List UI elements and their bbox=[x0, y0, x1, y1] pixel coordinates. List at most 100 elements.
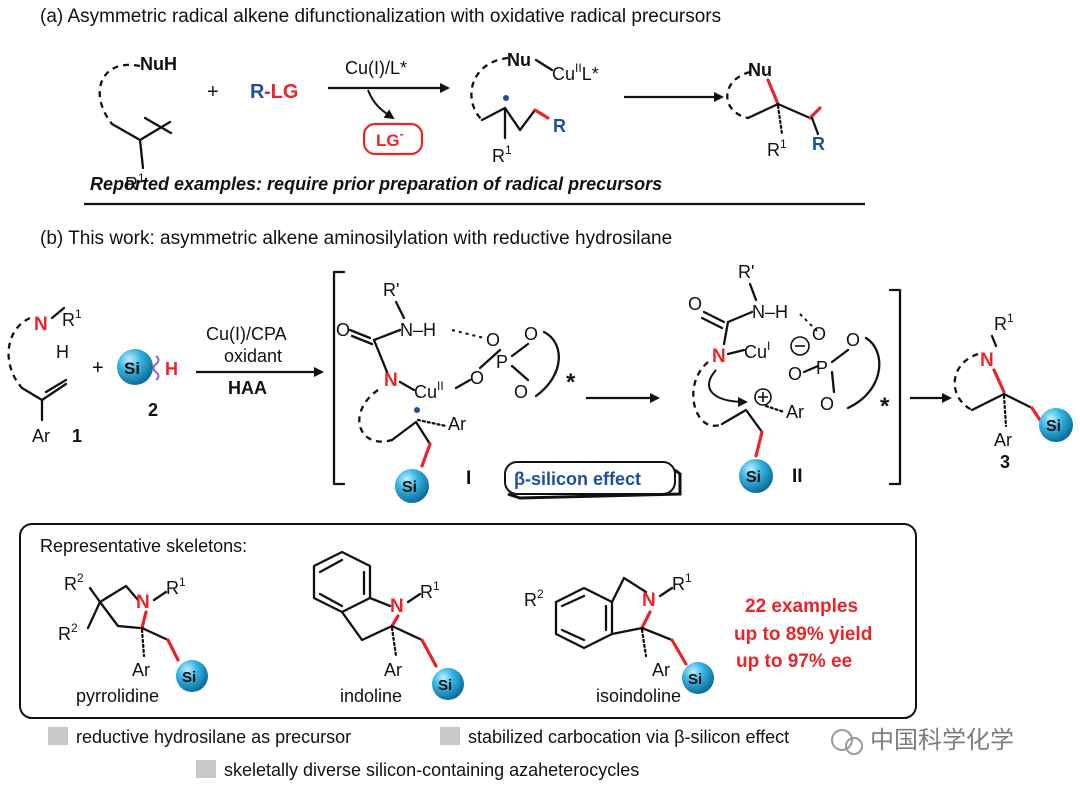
lg-badge bbox=[362, 122, 424, 156]
isoindoline-label: isoindoline bbox=[596, 686, 681, 706]
product-si: Si bbox=[1046, 418, 1061, 435]
int1-si: Si bbox=[402, 479, 417, 496]
cu-label-a: CuIIL* bbox=[552, 61, 599, 84]
compound-3-label: 3 bbox=[1000, 452, 1010, 472]
int1-o4: O bbox=[524, 324, 538, 344]
watermark: 中国科学化学 bbox=[818, 722, 1054, 756]
int1-star: * bbox=[566, 369, 576, 396]
catalyst-a: Cu(I)/L* bbox=[345, 58, 407, 78]
substrate-r1: R1 bbox=[62, 307, 82, 330]
plus-sign-a: + bbox=[207, 81, 219, 103]
compound-1-label: 1 bbox=[72, 426, 82, 446]
int2-o4: O bbox=[846, 330, 860, 350]
intermediate-II: R' N–H O N CuI O P O O O * Ar Si II bbox=[688, 262, 890, 493]
reported-examples: Reported examples: require prior prepara… bbox=[90, 174, 662, 194]
curved-arrow bbox=[708, 369, 748, 407]
r1-label-product: R1 bbox=[767, 137, 787, 160]
panel-a-intermediate: Nu CuIIL* R R1 bbox=[470, 50, 599, 166]
int2-nh: N–H bbox=[752, 302, 788, 322]
feature-2: stabilized carbocation via β-silicon eff… bbox=[468, 727, 789, 747]
si-ball-int1 bbox=[395, 469, 429, 503]
nuh-label: NuH bbox=[140, 54, 177, 74]
pyr-si: Si bbox=[182, 669, 196, 686]
pyr-r2-bottom: R2 bbox=[58, 621, 78, 644]
feature-1: reductive hydrosilane as precursor bbox=[76, 727, 351, 747]
iso-ar: Ar bbox=[652, 660, 670, 680]
pyr-r1: R1 bbox=[166, 575, 186, 598]
si-h-label: H bbox=[165, 359, 178, 379]
substrate-n: N bbox=[34, 314, 48, 335]
product-n: N bbox=[980, 350, 994, 371]
isoindoline-skeleton: R2 N R1 Ar Si isoindoline bbox=[524, 571, 714, 706]
int2-o3: O bbox=[812, 324, 826, 344]
int1-o5: O bbox=[514, 382, 528, 402]
si-ball-pyr bbox=[176, 660, 208, 692]
feature-bullet-3 bbox=[196, 760, 216, 778]
pyr-r2-top: R2 bbox=[64, 571, 84, 594]
panel-a-title: (a) Asymmetric radical alkene difunction… bbox=[40, 6, 721, 27]
haa-label: HAA bbox=[228, 378, 267, 398]
byproduct-arrow bbox=[367, 89, 395, 120]
panel-a-substrate: NuH R1 bbox=[98, 54, 177, 194]
intermediate-I-label: I bbox=[466, 468, 471, 489]
plus-sign-b: + bbox=[92, 357, 104, 379]
stat-yield: up to 89% yield bbox=[734, 624, 872, 645]
compound-2-label: 2 bbox=[148, 400, 158, 420]
intermediate-II-label: II bbox=[792, 466, 803, 487]
product-3: R1 N Ar Si 3 bbox=[953, 311, 1073, 472]
beta-silicon-badge bbox=[504, 461, 676, 495]
ind-ar: Ar bbox=[384, 660, 402, 680]
int2-o2: O bbox=[788, 364, 802, 384]
si-ball-iso bbox=[682, 662, 714, 694]
int1-p: P bbox=[496, 352, 508, 372]
int1-ar: Ar bbox=[448, 414, 466, 434]
si-ball-int2 bbox=[739, 459, 773, 493]
pyr-ar: Ar bbox=[132, 660, 150, 680]
bracket-left bbox=[332, 270, 346, 486]
int2-o: O bbox=[688, 294, 702, 314]
iso-r2: R2 bbox=[524, 587, 544, 610]
int1-o: O bbox=[336, 320, 350, 340]
int2-n: N bbox=[712, 346, 726, 367]
stat-examples: 22 examples bbox=[745, 596, 858, 617]
indoline-skeleton: N R1 Ar Si indoline bbox=[312, 550, 464, 706]
int2-ar: Ar bbox=[786, 402, 804, 422]
nu-label: Nu bbox=[507, 50, 531, 70]
int2-si: Si bbox=[746, 469, 761, 486]
indoline-label: indoline bbox=[340, 686, 402, 706]
substrate-ar: Ar bbox=[32, 426, 50, 446]
reagent-lg: -LG bbox=[264, 81, 298, 103]
int1-nh: N–H bbox=[400, 320, 436, 340]
ind-n: N bbox=[390, 596, 404, 617]
r-group-a: R bbox=[553, 116, 566, 136]
beta-silicon-text: β-silicon effect bbox=[514, 469, 641, 489]
ind-r1: R1 bbox=[420, 579, 440, 602]
int2-p: P bbox=[816, 358, 828, 378]
int2-o5: O bbox=[820, 394, 834, 414]
product-r1: R1 bbox=[994, 311, 1014, 334]
watermark-text: 中国科学化学 bbox=[870, 727, 1014, 754]
feature-bullet-1 bbox=[48, 727, 68, 745]
int1-o3: O bbox=[486, 330, 500, 350]
panel-b-title: (b) This work: asymmetric alkene aminosi… bbox=[40, 228, 672, 249]
int1-rprime: R' bbox=[383, 280, 399, 300]
int2-cu: CuI bbox=[744, 339, 770, 362]
skeletons-header: Representative skeletons: bbox=[40, 536, 247, 556]
wechat-icon bbox=[831, 729, 853, 751]
int1-o2: O bbox=[470, 368, 484, 388]
oxidant-label: oxidant bbox=[224, 346, 282, 366]
iso-r1: R1 bbox=[672, 571, 692, 594]
bracket-right bbox=[888, 288, 902, 486]
substrate-1: N R1 H Ar 1 bbox=[7, 306, 82, 446]
ind-si: Si bbox=[438, 677, 452, 694]
int2-rprime: R' bbox=[738, 262, 754, 282]
si-ball-ind bbox=[432, 668, 464, 700]
r-group-product: R bbox=[812, 134, 825, 154]
panel-a-product: Nu R1 R bbox=[726, 60, 825, 160]
feature-3: skeletally diverse silicon-containing az… bbox=[224, 760, 639, 780]
intermediate-I: R' N–H O N CuII O O P O O * Ar Si I bbox=[336, 280, 576, 503]
r1-label-int: R1 bbox=[492, 143, 512, 166]
iso-si: Si bbox=[688, 671, 702, 688]
pyrrolidine-label: pyrrolidine bbox=[76, 686, 159, 706]
